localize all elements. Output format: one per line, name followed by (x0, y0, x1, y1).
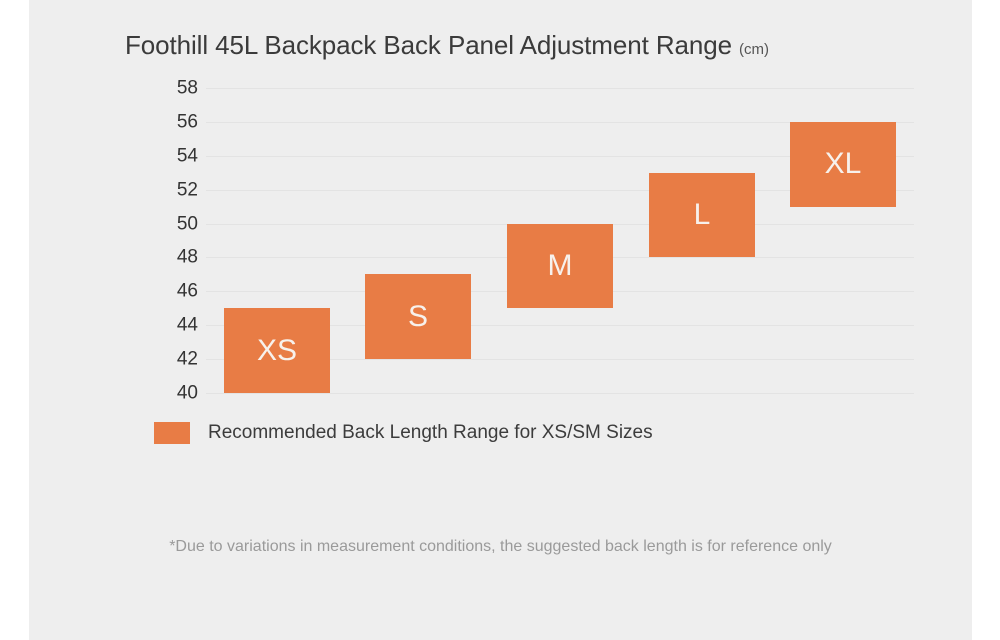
chart-legend: Recommended Back Length Range for XS/SM … (154, 422, 653, 444)
y-axis-tick-label: 58 (176, 77, 198, 99)
y-axis-tick-label: 42 (176, 348, 198, 370)
legend-swatch-icon (154, 422, 190, 444)
bar-group: XS S M L XL (206, 88, 914, 393)
chart-canvas: Foothill 45L Backpack Back Panel Adjustm… (29, 0, 972, 640)
gridline (206, 88, 914, 89)
plot-area: 58 56 54 52 50 48 46 44 42 40 XS S M L XL (154, 79, 914, 403)
bar-label: L (693, 198, 711, 232)
y-axis-tick-label: 44 (176, 314, 198, 336)
gridline (206, 155, 914, 157)
gridline (206, 325, 914, 327)
y-axis-tick-label: 56 (176, 111, 198, 133)
gridline (206, 359, 914, 361)
bar-m[interactable]: M (507, 223, 613, 309)
y-axis-tick-label: 52 (176, 179, 198, 201)
chart-title-row: Foothill 45L Backpack Back Panel Adjustm… (125, 30, 769, 61)
bar-label: S (407, 299, 428, 333)
y-axis-tick-label: 48 (176, 246, 198, 268)
y-axis-tick-label: 50 (176, 213, 198, 235)
bar-l[interactable]: L (649, 172, 755, 258)
chart-footnote: *Due to variations in measurement condit… (169, 538, 832, 555)
y-axis-tick-label: 40 (176, 382, 198, 404)
title-unit-label: (cm) (738, 41, 769, 58)
page-title: Foothill 45L Backpack Back Panel Adjustm… (125, 30, 732, 60)
y-axis-tick-labels: 58 56 54 52 50 48 46 44 42 40 (154, 79, 198, 403)
bar-xs[interactable]: XS (224, 308, 330, 393)
y-axis-tick-label: 46 (176, 280, 198, 302)
bar-label: XS (256, 333, 298, 367)
legend-item-label: Recommended Back Length Range for XS/SM … (208, 422, 653, 443)
gridline (206, 121, 914, 123)
bar-s[interactable]: S (365, 274, 471, 360)
bar-label: M (547, 248, 573, 282)
y-axis-tick-label: 54 (176, 145, 198, 167)
bar-xl[interactable]: XL (790, 121, 896, 207)
bar-label: XL (824, 147, 862, 181)
gridline (206, 393, 914, 394)
gridline (206, 189, 914, 191)
